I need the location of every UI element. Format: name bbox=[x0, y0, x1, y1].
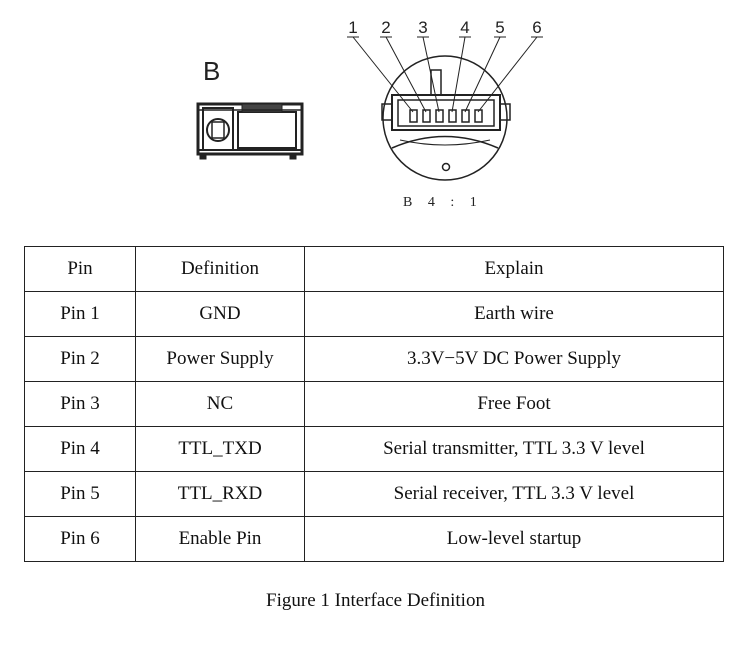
pin-callouts: 1 2 3 4 5 6 bbox=[347, 18, 543, 123]
header-explain: Explain bbox=[304, 246, 724, 292]
table-row: Pin 1 GND Earth wire bbox=[24, 291, 724, 337]
table-row: Pin 4 TTL_TXD Serial transmitter, TTL 3.… bbox=[24, 426, 724, 472]
pin-cell: Pin 4 bbox=[24, 426, 136, 472]
definition-cell: TTL_RXD bbox=[135, 471, 305, 517]
callout-leader-5 bbox=[464, 36, 501, 113]
callout-leader-4 bbox=[451, 36, 466, 113]
callout-label-6: 6 bbox=[532, 18, 541, 37]
definition-cell: GND bbox=[135, 291, 305, 337]
detail-view bbox=[381, 55, 511, 181]
pin-cell: Pin 1 bbox=[24, 291, 136, 337]
header-pin: Pin bbox=[24, 246, 136, 292]
callout-label-2: 2 bbox=[381, 18, 390, 37]
table-row: Pin 3 NC Free Foot bbox=[24, 381, 724, 427]
explain-cell: Earth wire bbox=[304, 291, 724, 337]
explain-cell: 3.3V−5V DC Power Supply bbox=[304, 336, 724, 382]
connector-drawing bbox=[196, 55, 511, 181]
connector-pin-6 bbox=[474, 109, 483, 123]
callout-label-4: 4 bbox=[460, 18, 469, 37]
callout-leader-1 bbox=[352, 36, 414, 113]
explain-cell: Free Foot bbox=[304, 381, 724, 427]
table-row: Pin 2 Power Supply 3.3V−5V DC Power Supp… bbox=[24, 336, 724, 382]
pin-definition-table: Pin Definition Explain Pin 1 GND Earth w… bbox=[24, 246, 724, 562]
explain-cell: Serial transmitter, TTL 3.3 V level bbox=[304, 426, 724, 472]
connector-pin-4 bbox=[448, 109, 457, 123]
view-letter: B bbox=[203, 56, 221, 86]
definition-cell: Power Supply bbox=[135, 336, 305, 382]
connector-pin-1 bbox=[409, 109, 418, 123]
callout-leader-6 bbox=[477, 36, 538, 113]
table-row: Pin 5 TTL_RXD Serial receiver, TTL 3.3 V… bbox=[24, 471, 724, 517]
definition-cell: Enable Pin bbox=[135, 516, 305, 562]
table-row: Pin 6 Enable Pin Low-level startup bbox=[24, 516, 724, 562]
pin-cell: Pin 2 bbox=[24, 336, 136, 382]
callout-leader-3 bbox=[422, 36, 440, 113]
definition-cell: NC bbox=[135, 381, 305, 427]
scale-label: B 4 : 1 bbox=[403, 195, 483, 210]
callout-label-5: 5 bbox=[495, 18, 504, 37]
module-view bbox=[196, 102, 304, 160]
header-definition: Definition bbox=[135, 246, 305, 292]
pin-cell: Pin 5 bbox=[24, 471, 136, 517]
connector-pin-3 bbox=[435, 109, 444, 123]
connector-pin-5 bbox=[461, 109, 470, 123]
connector-pin-2 bbox=[422, 109, 431, 123]
callout-label-3: 3 bbox=[418, 18, 427, 37]
figure-caption: Figure 1 Interface Definition bbox=[266, 590, 485, 611]
definition-cell: TTL_TXD bbox=[135, 426, 305, 472]
pin-cell: Pin 6 bbox=[24, 516, 136, 562]
callout-label-1: 1 bbox=[348, 18, 357, 37]
table-header-row: Pin Definition Explain bbox=[24, 246, 724, 292]
callout-leader-2 bbox=[385, 36, 427, 113]
explain-cell: Low-level startup bbox=[304, 516, 724, 562]
pin-cell: Pin 3 bbox=[24, 381, 136, 427]
explain-cell: Serial receiver, TTL 3.3 V level bbox=[304, 471, 724, 517]
